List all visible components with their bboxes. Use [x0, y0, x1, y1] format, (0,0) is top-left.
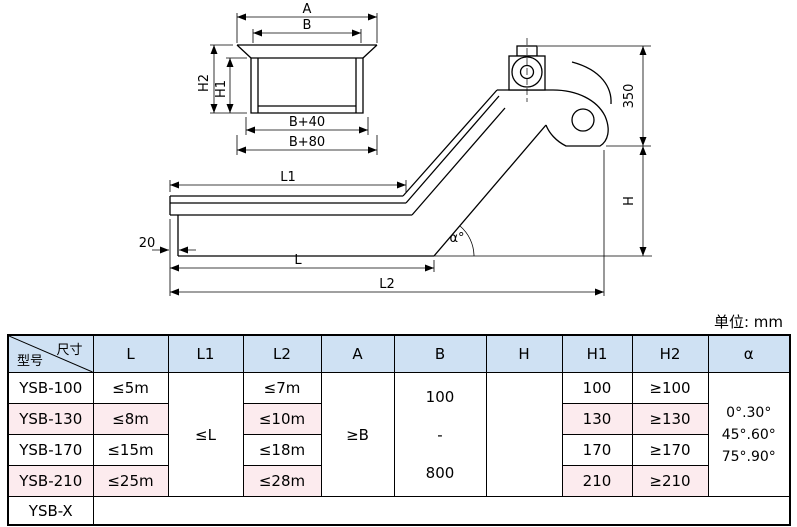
b-range-dash: - — [437, 425, 443, 444]
alpha-range-3: 75°.90° — [721, 448, 776, 465]
spec-table-wrapper: 尺寸 型号 L L1 L2 A B H H1 H2 α YSB-100 ≤5m — [7, 334, 791, 526]
section-rim-flanges — [236, 44, 378, 59]
conveyor-top-line — [170, 89, 498, 197]
cell-H1: 100 — [561, 372, 633, 404]
table-row-ysb-x: YSB-X — [7, 496, 791, 526]
cell-H1: 210 — [561, 465, 633, 497]
cell-L: ≤5m — [92, 372, 169, 404]
cell-H2: ≥210 — [631, 465, 709, 497]
col-header-alpha: α — [707, 334, 791, 373]
cell-L: ≤8m — [92, 403, 169, 435]
model-cell: YSB-130 — [7, 403, 94, 435]
dim-label-B40: B+40 — [289, 115, 325, 130]
dim-label-H2: H2 — [197, 74, 212, 92]
cell-H1: 130 — [561, 403, 633, 435]
model-cell: YSB-100 — [7, 372, 94, 404]
model-cell: YSB-210 — [7, 465, 94, 497]
side-extension-lines — [169, 45, 652, 296]
conveyor-inner-top-line — [170, 95, 500, 204]
cell-L: ≤25m — [92, 465, 169, 497]
col-header-L: L — [92, 334, 169, 373]
dim-label-20: 20 — [139, 236, 156, 251]
alpha-range-1: 0°.30° — [726, 404, 772, 421]
side-view-object — [169, 38, 612, 257]
cell-alpha-merged: 0°.30° 45°.60° 75°.90° — [707, 372, 791, 497]
unit-note: 单位: mm — [713, 313, 783, 331]
col-header-H2: H2 — [631, 334, 709, 373]
dim-label-L1: L1 — [280, 170, 296, 185]
table-corner-cell: 尺寸 型号 — [7, 334, 94, 373]
discharge-shaft-circle — [571, 108, 595, 132]
side-view-dimensions: L1 20 L L2 350 H α° — [139, 45, 652, 296]
base-outline — [177, 124, 547, 257]
cell-H2: ≥170 — [631, 434, 709, 466]
col-header-H: H — [485, 334, 563, 373]
col-header-L2: L2 — [242, 334, 322, 373]
dim-label-350: 350 — [622, 84, 637, 109]
table-row-ysb-170: YSB-170 ≤15m ≤18m 170 ≥170 — [7, 434, 790, 466]
section-view-object — [236, 44, 378, 114]
corner-size-label: 尺寸 — [56, 343, 83, 358]
discharge-head — [545, 89, 609, 147]
cell-L2: ≤28m — [242, 465, 322, 497]
dim-label-H1: H1 — [214, 80, 229, 98]
cell-L2: ≤18m — [242, 434, 322, 466]
motor-assembly — [508, 38, 546, 102]
col-header-A: A — [320, 334, 395, 373]
cell-L2: ≤7m — [242, 372, 322, 404]
angle-arc — [459, 225, 475, 257]
b-range-max: 800 — [425, 463, 455, 482]
col-header-H1: H1 — [561, 334, 633, 373]
discharge-hood-curve — [571, 61, 612, 105]
dim-label-B80: B+80 — [289, 135, 325, 150]
table-row-ysb-210: YSB-210 ≤25m ≤28m 210 ≥210 — [7, 465, 790, 497]
table-header-row: 尺寸 型号 L L1 L2 A B H H1 H2 α — [7, 334, 791, 373]
cell-H1: 170 — [561, 434, 633, 466]
b-range-min: 100 — [425, 387, 455, 406]
trough-bottom-line — [170, 107, 506, 216]
col-header-B: B — [393, 334, 487, 373]
spec-table: 尺寸 型号 L L1 L2 A B H H1 H2 α YSB-100 ≤5m — [7, 334, 791, 526]
empty-cell — [92, 496, 791, 526]
dim-label-L2: L2 — [379, 277, 395, 292]
dim-label-H: H — [622, 196, 637, 206]
alpha-range-2: 45°.60° — [721, 426, 776, 443]
cell-H2: ≥130 — [631, 403, 709, 435]
cell-B-merged: 100 - 800 — [393, 372, 487, 497]
cell-L1-merged: ≤L — [167, 372, 244, 497]
model-cell: YSB-X — [7, 496, 94, 526]
technical-drawing: A B H2 H1 B+40 B+80 — [139, 2, 652, 296]
section-extension-lines — [210, 13, 378, 155]
cell-L2: ≤10m — [242, 403, 322, 435]
cell-L: ≤15m — [92, 434, 169, 466]
cell-A-merged: ≥B — [320, 372, 395, 497]
section-inner-walls — [257, 58, 357, 113]
corner-diagonal-line — [9, 336, 93, 372]
table-row-ysb-100: YSB-100 ≤5m ≤L ≤7m ≥B 100 - 800 100 ≥100… — [7, 372, 791, 497]
dim-label-A: A — [303, 2, 312, 17]
dim-label-alpha: α° — [449, 231, 464, 246]
dim-label-B: B — [303, 18, 312, 33]
cell-H-merged — [485, 372, 563, 497]
section-body — [250, 58, 364, 114]
model-cell: YSB-170 — [7, 434, 94, 466]
col-header-L1: L1 — [167, 334, 244, 373]
corner-model-label: 型号 — [17, 354, 44, 369]
section-view-dimensions: A B H2 H1 B+40 B+80 — [197, 2, 378, 155]
cell-H2: ≥100 — [631, 372, 709, 404]
dim-label-L: L — [294, 253, 302, 268]
